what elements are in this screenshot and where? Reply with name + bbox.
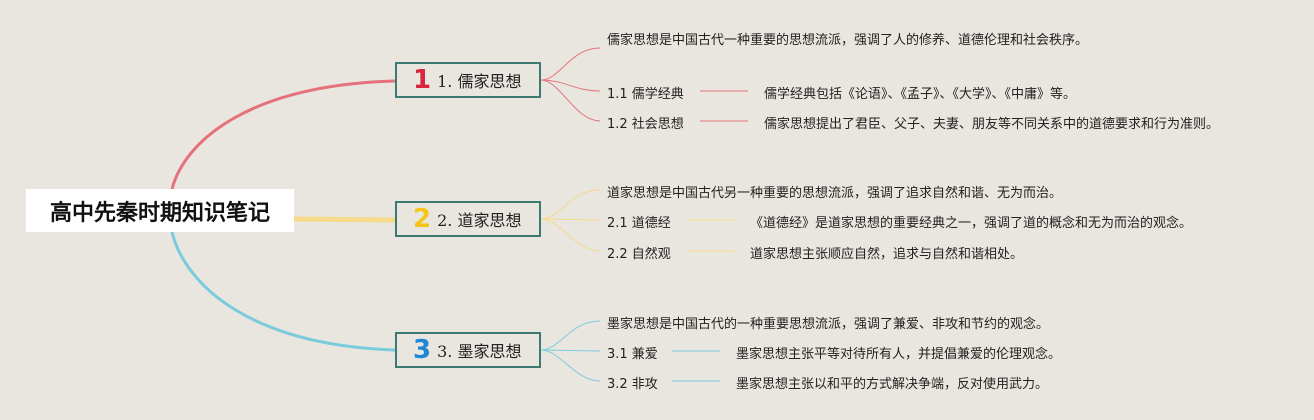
number-badge-3: 3	[413, 335, 432, 365]
branch-node-2[interactable]: 2 2. 道家思想	[395, 201, 541, 237]
sub-label-1-2[interactable]: 1.2 社会思想	[607, 117, 684, 132]
connector-b3-sub1	[540, 349, 601, 352]
connector-b3-desc	[540, 320, 601, 351]
branch-2-description: 道家思想是中国古代另一种重要的思想流派，强调了追求自然和谐、无为而治。	[607, 186, 1063, 201]
number-badge-1: 1	[413, 65, 432, 95]
branch-node-3[interactable]: 3 3. 墨家思想	[395, 332, 541, 368]
branch-label-2: 2. 道家思想	[437, 211, 522, 230]
branch-label-3: 3. 墨家思想	[437, 342, 522, 361]
sub-text-1-1: 儒学经典包括《论语》、《孟子》、《大学》、《中庸》等。	[764, 87, 1077, 102]
sub-label-3-2[interactable]: 3.2 非攻	[607, 377, 658, 392]
connector-b2-sub2	[540, 218, 601, 252]
number-badge-2: 2	[413, 204, 432, 234]
sub-label-3-1[interactable]: 3.1 兼爱	[607, 347, 658, 362]
connector-b3-sub2	[540, 349, 601, 382]
sub-text-1-2: 儒家思想提出了君臣、父子、夫妻、朋友等不同关系中的道德要求和行为准则。	[764, 117, 1220, 132]
branch-node-1[interactable]: 1 1. 儒家思想	[395, 62, 541, 98]
root-node[interactable]: 高中先秦时期知识笔记	[26, 189, 294, 232]
connector-root-branch-2	[293, 216, 396, 223]
connector-root-branch-3	[170, 231, 396, 352]
sub-text-2-1: 《道德经》是道家思想的重要经典之一，强调了道的概念和无为而治的观念。	[750, 216, 1193, 231]
branch-1-description: 儒家思想是中国古代一种重要的思想流派，强调了人的修养、道德伦理和社会秩序。	[607, 33, 1089, 48]
connector-b2-desc	[540, 189, 601, 220]
sub-text-3-2: 墨家思想主张以和平的方式解决争端，反对使用武力。	[736, 377, 1049, 392]
root-title: 高中先秦时期知识笔记	[49, 200, 270, 226]
connector-b1-sub1	[540, 79, 601, 92]
connector-b1-sub2	[540, 79, 601, 122]
branch-3-description: 墨家思想是中国古代的一种重要思想流派，强调了兼爱、非攻和节约的观念。	[607, 317, 1050, 332]
sub-label-2-1[interactable]: 2.1 道德经	[607, 216, 671, 231]
connector-b1-desc	[540, 47, 601, 81]
sub-text-3-1: 墨家思想主张平等对待所有人，并提倡兼爱的伦理观念。	[736, 347, 1062, 362]
connector-b2-sub1	[540, 218, 601, 221]
sub-label-1-1[interactable]: 1.1 儒学经典	[607, 87, 684, 102]
connector-root-branch-1	[170, 79, 396, 190]
branch-label-1: 1. 儒家思想	[437, 72, 522, 91]
sub-label-2-2[interactable]: 2.2 自然观	[607, 247, 671, 262]
sub-text-2-2: 道家思想主张顺应自然，追求与自然和谐相处。	[750, 247, 1024, 262]
